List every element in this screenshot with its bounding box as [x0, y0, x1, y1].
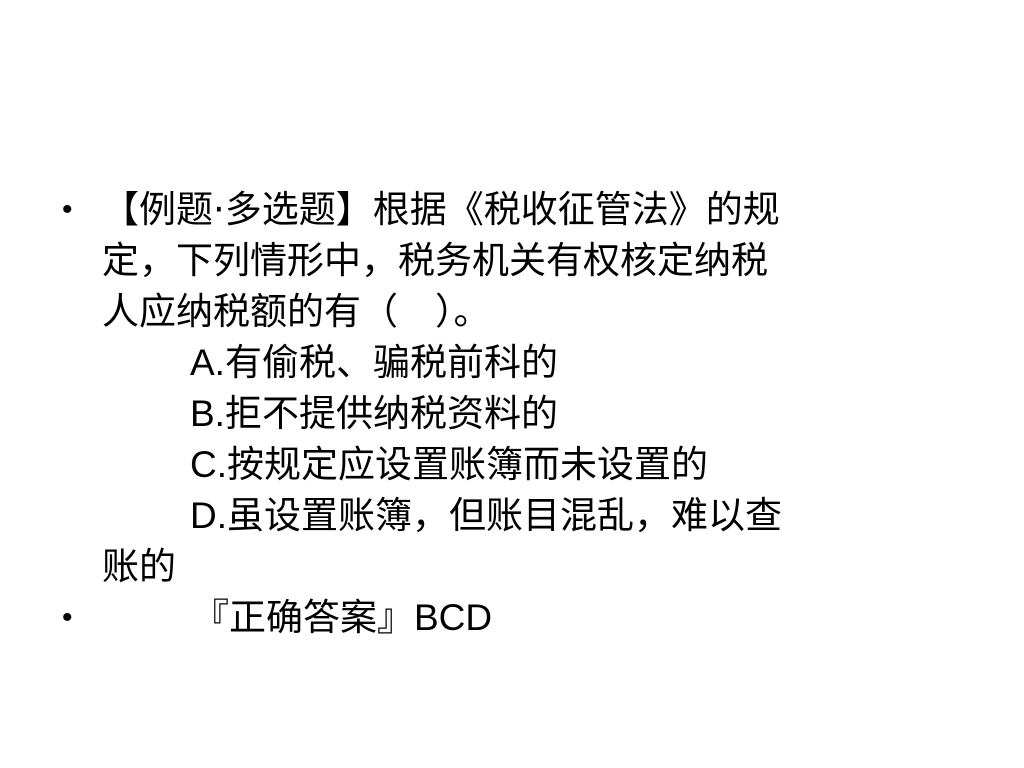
question-line-3: 人应纳税额的有（ ）。 — [102, 290, 491, 333]
option-c: C.按规定应设置账簿而未设置的 — [102, 439, 962, 490]
answer-bullet: • 『正确答案』BCD — [62, 592, 962, 643]
question-line-1: 【例题·多选题】根据《税收征管法》的规 — [102, 188, 780, 231]
option-d-text: 虽设置账簿，但账目混乱，难以查 — [227, 494, 782, 537]
option-d: D.虽设置账簿，但账目混乱，难以查 — [102, 490, 962, 541]
bullet-marker: • — [62, 601, 73, 634]
question-bullet: • 【例题·多选题】根据《税收征管法》的规 定，下列情形中，税务机关有权核定纳税… — [62, 184, 962, 592]
option-b: B.拒不提供纳税资料的 — [102, 388, 962, 439]
option-a-letter: A. — [190, 342, 225, 383]
option-c-text: 按规定应设置账簿而未设置的 — [227, 443, 708, 486]
answer-line: 『正确答案』BCD — [102, 592, 962, 643]
option-d-letter: D. — [190, 495, 227, 536]
question-line-2: 定，下列情形中，税务机关有权核定纳税 — [102, 239, 768, 282]
option-a-text: 有偷税、骗税前科的 — [224, 341, 558, 384]
option-b-letter: B. — [190, 393, 225, 434]
option-c-letter: C. — [190, 444, 227, 485]
bullet-marker: • — [62, 193, 73, 226]
answer-value: BCD — [414, 597, 493, 638]
option-d-continuation: 账的 — [102, 545, 176, 588]
bullet-list: • 【例题·多选题】根据《税收征管法》的规 定，下列情形中，税务机关有权核定纳税… — [62, 184, 962, 643]
option-a: A.有偷税、骗税前科的 — [102, 337, 962, 388]
option-b-text: 拒不提供纳税资料的 — [224, 392, 558, 435]
answer-label: 『正确答案』 — [192, 596, 414, 639]
